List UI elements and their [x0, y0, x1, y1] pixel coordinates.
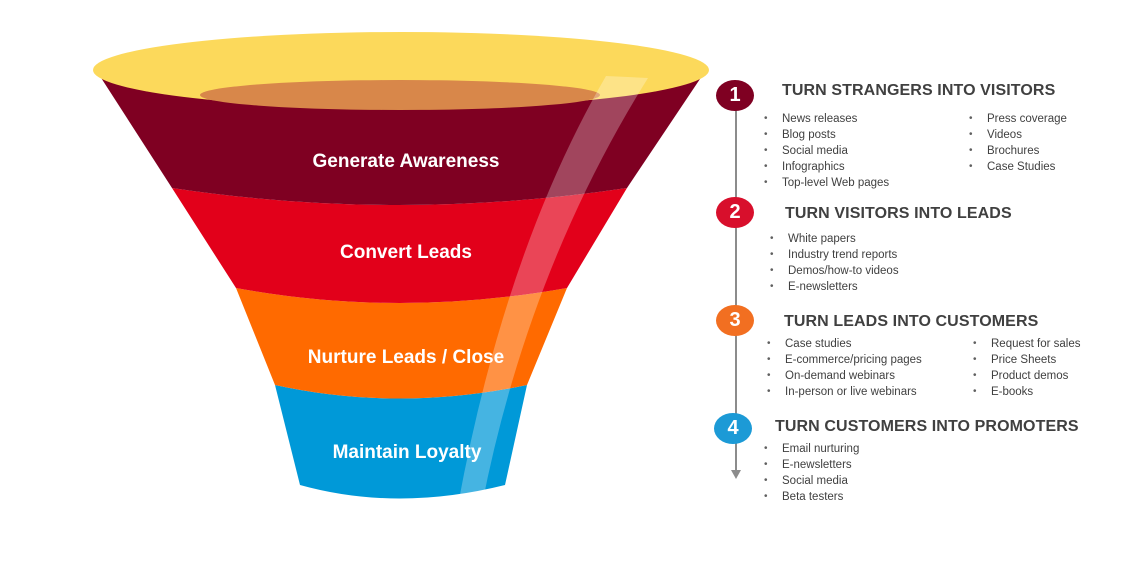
list-item: Industry trend reports — [768, 247, 899, 263]
funnel-stage-nurture — [236, 288, 567, 399]
list-item: White papers — [768, 231, 899, 247]
list-item: Social media — [762, 473, 859, 489]
funnel-stage-convert — [172, 188, 627, 303]
step-3-badge: 3 — [716, 305, 754, 336]
list-item: In-person or live webinars — [765, 384, 922, 400]
step-2-badge: 2 — [716, 197, 754, 228]
step-2-heading: TURN VISITORS INTO LEADS — [785, 205, 1012, 222]
list-item: Request for sales — [971, 336, 1081, 352]
step-1-heading: TURN STRANGERS INTO VISITORS — [782, 82, 1056, 99]
stage-label-awareness: Generate Awareness — [313, 151, 500, 172]
list-item: News releases — [762, 111, 889, 127]
list-item: Press coverage — [967, 111, 1067, 127]
list-item: Videos — [967, 127, 1067, 143]
list-item: Price Sheets — [971, 352, 1081, 368]
step-4-heading: TURN CUSTOMERS INTO PROMOTERS — [775, 418, 1079, 435]
step-2-list: White papers Industry trend reports Demo… — [768, 231, 899, 295]
list-item: E-commerce/pricing pages — [765, 352, 922, 368]
stage-label-convert: Convert Leads — [340, 242, 472, 263]
list-item: Product demos — [971, 368, 1081, 384]
stage-label-loyalty: Maintain Loyalty — [333, 442, 482, 463]
timeline-line — [735, 92, 737, 472]
step-1-badge: 1 — [716, 80, 754, 111]
step-3-heading: TURN LEADS INTO CUSTOMERS — [784, 313, 1039, 330]
list-item: Top-level Web pages — [762, 175, 889, 191]
list-item: Case studies — [765, 336, 922, 352]
list-item: Blog posts — [762, 127, 889, 143]
list-item: E-books — [971, 384, 1081, 400]
step-1-list-left: News releases Blog posts Social media In… — [762, 111, 889, 191]
step-3-list-right: Request for sales Price Sheets Product d… — [971, 336, 1081, 400]
list-item: Brochures — [967, 143, 1067, 159]
list-item: Case Studies — [967, 159, 1067, 175]
list-item: E-newsletters — [762, 457, 859, 473]
step-4-list: Email nurturing E-newsletters Social med… — [762, 441, 859, 505]
list-item: On-demand webinars — [765, 368, 922, 384]
timeline-arrow-icon — [731, 470, 741, 479]
step-3-list-left: Case studies E-commerce/pricing pages On… — [765, 336, 922, 400]
step-4-badge: 4 — [714, 413, 752, 444]
list-item: Demos/how-to videos — [768, 263, 899, 279]
list-item: Beta testers — [762, 489, 859, 505]
funnel-highlight — [458, 76, 648, 505]
list-item: E-newsletters — [768, 279, 899, 295]
list-item: Social media — [762, 143, 889, 159]
step-1-list-right: Press coverage Videos Brochures Case Stu… — [967, 111, 1067, 175]
funnel-stage-loyalty — [275, 385, 527, 499]
sales-funnel: Generate Awareness Convert Leads Nurture… — [93, 32, 709, 505]
funnel-inner — [200, 80, 600, 110]
list-item: Email nurturing — [762, 441, 859, 457]
list-item: Infographics — [762, 159, 889, 175]
stage-label-nurture: Nurture Leads / Close — [308, 347, 504, 368]
